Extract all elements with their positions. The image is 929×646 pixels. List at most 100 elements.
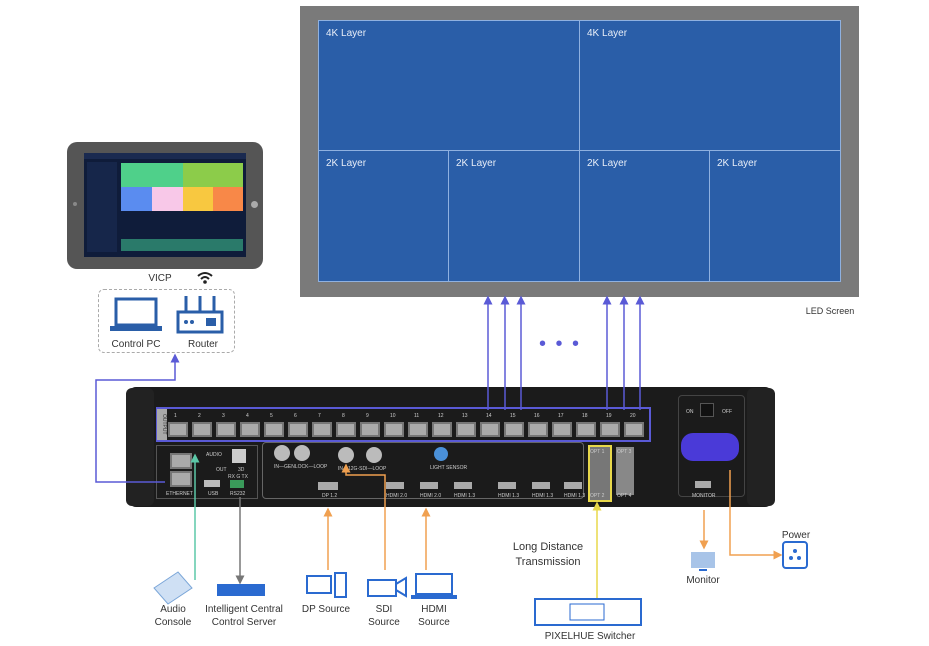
output-port-number: 11 [414, 413, 420, 419]
output-section: OUTPUT [156, 407, 651, 442]
led-screen-label: LED Screen [805, 306, 855, 316]
led-screen-canvas: 4K Layer 4K Layer 2K Layer 2K Layer 2K L… [318, 20, 841, 282]
opt-3-4 [616, 447, 634, 495]
opt2-label: OPT 2 [590, 493, 605, 499]
audio-console-icon [153, 571, 193, 605]
hdmi-port-label: HDMI 1.3 [564, 493, 586, 499]
hdmi-port [498, 482, 516, 489]
output-port-number: 16 [534, 413, 540, 419]
output-port [216, 422, 236, 437]
layer-label: 2K Layer [587, 158, 628, 169]
layer-label: 2K Layer [717, 158, 758, 169]
power-socket-icon [782, 541, 808, 569]
output-port-number: 10 [390, 413, 396, 419]
genlock-in [274, 445, 290, 461]
output-lines [95, 295, 645, 483]
output-port [168, 422, 188, 437]
router-icon [176, 296, 224, 334]
hdmi-port-label: HDMI 1.3 [454, 493, 476, 499]
off-label: OFF [722, 409, 732, 415]
audio-console-label: Audio Console [154, 604, 192, 628]
output-port-number: 12 [438, 413, 444, 419]
input-section [262, 442, 584, 499]
ellipsis: • • • [538, 333, 582, 355]
output-port [336, 422, 356, 437]
output-port-number: 2 [198, 413, 201, 419]
vicp-group [98, 289, 235, 353]
output-port [600, 422, 620, 437]
vicp-label: VICP [148, 273, 172, 284]
sdi-loop [366, 447, 382, 463]
hdmi-port [386, 482, 404, 489]
long-distance-label: Long Distance Transmission [512, 541, 584, 568]
hdmi-port-label: HDMI 1.3 [498, 493, 520, 499]
laptop-icon [110, 297, 162, 331]
output-port-number: 6 [294, 413, 297, 419]
tablet [67, 142, 263, 269]
genlock-label: IN—GENLOCK—LOOP [274, 464, 328, 470]
rxgtx-label: RX G TX [228, 474, 248, 480]
output-label: OUTPUT [157, 409, 167, 440]
audio-label: AUDIO [206, 452, 222, 458]
camera-icon [367, 576, 407, 598]
control-section [156, 445, 258, 499]
output-port-number: 7 [318, 413, 321, 419]
central-control-label: Intelligent Central Control Server [205, 604, 283, 628]
power-switch[interactable] [700, 403, 714, 417]
usb-label: USB [208, 491, 219, 497]
rs232-port [230, 480, 244, 488]
output-port [192, 422, 212, 437]
output-port [576, 422, 596, 437]
usb-port [204, 480, 220, 487]
output-port [288, 422, 308, 437]
output-port-number: 4 [246, 413, 249, 419]
on-label: ON [686, 409, 694, 415]
opt3-label: OPT 3 [617, 449, 632, 455]
opt-1-2 [588, 445, 612, 502]
output-port-number: 8 [342, 413, 345, 419]
layer-label: 4K Layer [326, 28, 367, 39]
output-port-number: 3 [222, 413, 225, 419]
dp-port [318, 482, 338, 490]
hdmi-port [532, 482, 550, 489]
hdmi-port-label: HDMI 1.3 [532, 493, 554, 499]
power-label: Power [781, 530, 811, 541]
tablet-screen [84, 153, 246, 257]
sdi-in [338, 447, 354, 463]
output-port [384, 422, 404, 437]
dp-label: DP 1.2 [322, 493, 338, 499]
sdi-label: IN—12G-SDI—LOOP [338, 466, 387, 472]
central-control-icon [217, 584, 265, 596]
output-port [552, 422, 572, 437]
output-port [264, 422, 284, 437]
output-port-number: 1 [174, 413, 177, 419]
output-port-number: 9 [366, 413, 369, 419]
wifi-icon [197, 272, 213, 284]
tablet-home-button [251, 201, 258, 208]
router-label: Router [187, 339, 218, 350]
output-port [624, 422, 644, 437]
output-port-number: 17 [558, 413, 564, 419]
ethernet-port-2 [170, 471, 192, 487]
rs232-label: RS232 [230, 491, 246, 497]
genlock-loop [294, 445, 310, 461]
output-port [432, 422, 452, 437]
layer-label: 2K Layer [456, 158, 497, 169]
hdmi-port [420, 482, 438, 489]
opt4-label: OPT 4 [617, 493, 632, 499]
monitor-label: Monitor [686, 575, 720, 586]
rack-ear-right [747, 388, 775, 506]
power-inlet [681, 433, 739, 461]
out-label: OUT [216, 467, 227, 473]
layer-label: 4K Layer [587, 28, 628, 39]
output-port-number: 19 [606, 413, 612, 419]
hdmi-port [454, 482, 472, 489]
output-port [312, 422, 332, 437]
output-port [528, 422, 548, 437]
laptop-icon-hdmi [411, 573, 457, 599]
output-port-number: 18 [582, 413, 588, 419]
output-port [240, 422, 260, 437]
output-port [480, 422, 500, 437]
output-port [504, 422, 524, 437]
